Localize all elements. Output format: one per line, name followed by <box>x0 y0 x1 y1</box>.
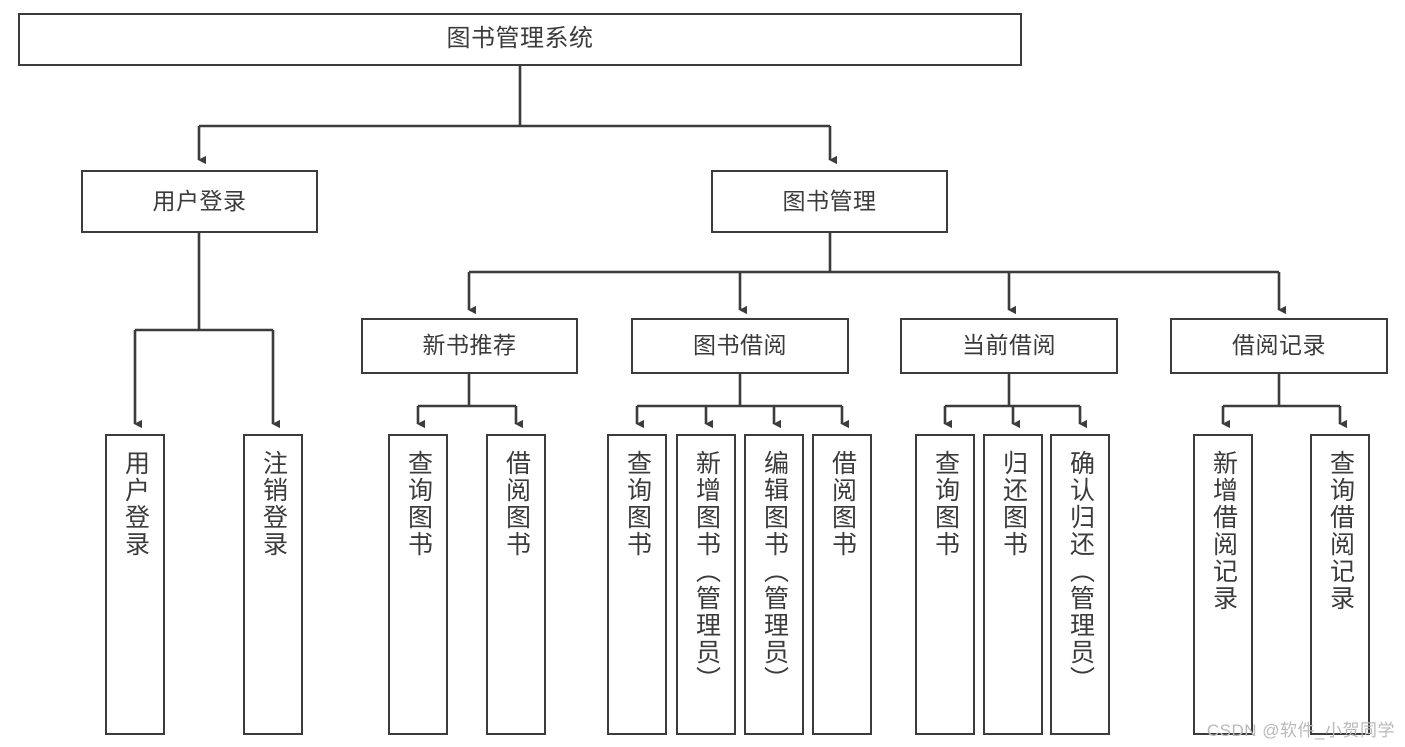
node-label: 图书管理系统 <box>446 25 594 53</box>
leaf-book-borrow-query-book[interactable]: 查询图书 <box>607 434 667 735</box>
leaf-user-login-login[interactable]: 用户登录 <box>105 434 165 735</box>
node-label: 用户登录 <box>121 450 150 558</box>
node-book-borrow[interactable]: 图书借阅 <box>631 318 849 374</box>
node-label: 借阅图书 <box>502 450 531 558</box>
node-label: 图书管理 <box>782 187 877 214</box>
node-label: 确认归还（管理员） <box>1066 450 1095 693</box>
node-label: 查询图书 <box>404 450 433 558</box>
leaf-current-borrow-confirm-return[interactable]: 确认归还（管理员） <box>1050 434 1110 735</box>
node-label: 图书借阅 <box>693 332 787 359</box>
node-new-book-recommend[interactable]: 新书推荐 <box>361 318 578 374</box>
leaf-current-borrow-query-book[interactable]: 查询图书 <box>915 434 975 735</box>
node-label: 新书推荐 <box>422 332 517 359</box>
leaf-book-borrow-borrow-book[interactable]: 借阅图书 <box>812 434 872 735</box>
node-label: 借阅记录 <box>1232 332 1326 359</box>
node-root-system[interactable]: 图书管理系统 <box>18 13 1022 66</box>
node-current-borrow[interactable]: 当前借阅 <box>900 318 1118 374</box>
leaf-current-borrow-return-book[interactable]: 归还图书 <box>983 434 1043 735</box>
node-book-management[interactable]: 图书管理 <box>711 170 948 233</box>
leaf-book-borrow-edit-book[interactable]: 编辑图书（管理员） <box>744 434 804 735</box>
node-label: 当前借阅 <box>962 332 1056 359</box>
leaf-new-book-borrow-book[interactable]: 借阅图书 <box>486 434 546 735</box>
leaf-user-login-logout[interactable]: 注销登录 <box>243 434 303 735</box>
leaf-borrow-record-add-record[interactable]: 新增借阅记录 <box>1193 434 1253 735</box>
node-label: 借阅图书 <box>828 450 857 558</box>
node-borrow-record[interactable]: 借阅记录 <box>1170 318 1388 374</box>
node-label: 查询图书 <box>623 450 652 558</box>
leaf-book-borrow-add-book[interactable]: 新增图书（管理员） <box>676 434 736 735</box>
node-label: 用户登录 <box>152 187 247 214</box>
node-label: 查询图书 <box>931 450 960 558</box>
node-label: 新增图书（管理员） <box>692 450 721 693</box>
node-label: 归还图书 <box>999 450 1028 558</box>
node-label: 查询借阅记录 <box>1326 450 1355 612</box>
node-user-login[interactable]: 用户登录 <box>81 170 318 233</box>
leaf-borrow-record-query-record[interactable]: 查询借阅记录 <box>1310 434 1370 735</box>
node-label: 编辑图书（管理员） <box>760 450 789 693</box>
node-label: 新增借阅记录 <box>1209 450 1238 612</box>
leaf-new-book-query-book[interactable]: 查询图书 <box>388 434 448 735</box>
node-label: 注销登录 <box>259 450 288 558</box>
